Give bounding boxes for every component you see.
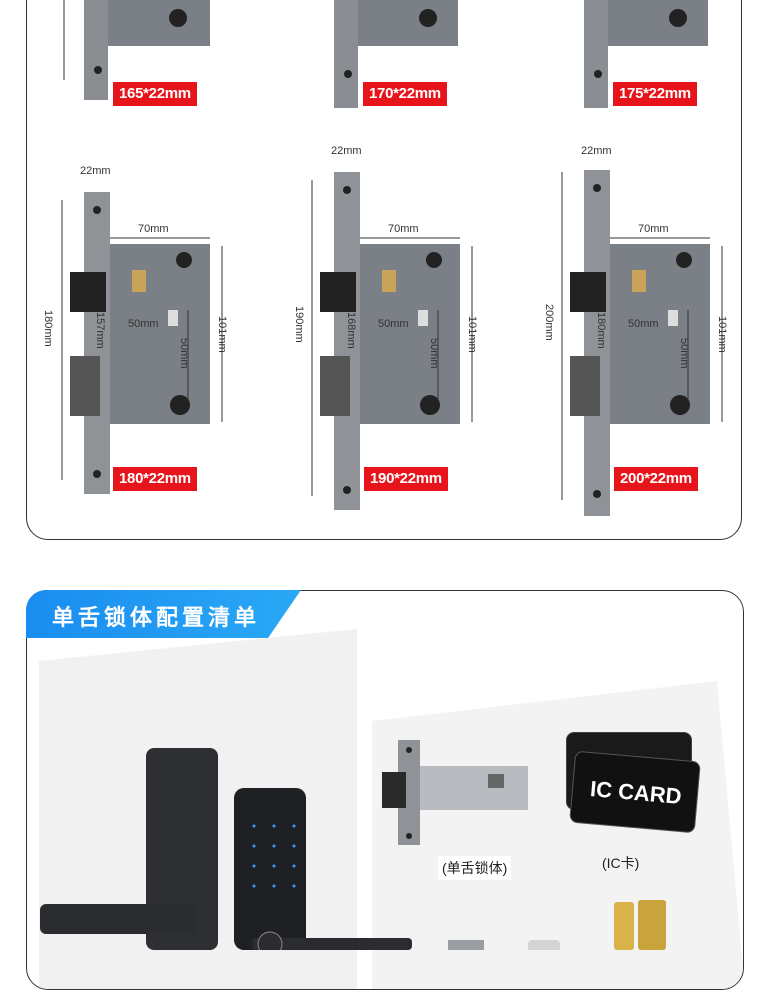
mid-dim-190: 50mm xyxy=(378,318,409,330)
iccard-caption: (IC卡) xyxy=(602,855,640,871)
inner-dim-180: 157mm xyxy=(94,312,106,349)
faceplate-dim-180: 22mm xyxy=(80,165,111,177)
vert-dim-200: 50mm xyxy=(678,338,690,369)
vert-dim-180: 50mm xyxy=(178,338,190,369)
size-tag-170: 170*22mm xyxy=(363,82,447,106)
config-title: 单舌锁体配置清单 xyxy=(52,606,261,631)
lock-body-200 xyxy=(544,160,744,516)
height-dim-200: 101mm xyxy=(716,316,728,353)
screw-pack xyxy=(528,940,560,950)
lock-body-180 xyxy=(44,160,244,500)
size-tag-175: 175*22mm xyxy=(613,82,697,106)
lock-body-165 xyxy=(62,0,222,100)
total-dim-200: 200mm xyxy=(543,304,555,341)
faceplate-dim-190: 22mm xyxy=(331,145,362,157)
mechanical-key xyxy=(610,900,670,955)
size-tag-165: 165*22mm xyxy=(113,82,197,106)
vert-dim-190: 50mm xyxy=(428,338,440,369)
smart-lock-handle-set xyxy=(40,748,420,957)
lock-body-175 xyxy=(562,0,722,110)
size-tag-200: 200*22mm xyxy=(614,467,698,491)
size-tag-190: 190*22mm xyxy=(364,467,448,491)
faceplate-dim-200: 22mm xyxy=(581,145,612,157)
height-dim-190: 101mm xyxy=(466,316,478,353)
inner-dim-190: 168mm xyxy=(345,312,357,349)
strike-plate xyxy=(448,940,484,950)
total-dim-180: 180mm xyxy=(42,310,54,347)
backset-dim-200: 70mm xyxy=(638,223,669,235)
mid-dim-200: 50mm xyxy=(628,318,659,330)
lockbody-caption: (单舌锁体) xyxy=(438,856,512,880)
single-latch-lock-body xyxy=(380,740,530,855)
size-tag-180: 180*22mm xyxy=(113,467,197,491)
backset-dim-180: 70mm xyxy=(138,223,169,235)
mid-dim-180: 50mm xyxy=(128,318,159,330)
lock-body-190 xyxy=(294,160,494,510)
inner-dim-200: 180mm xyxy=(595,312,607,349)
backset-dim-190: 70mm xyxy=(388,223,419,235)
total-dim-190: 190mm xyxy=(293,306,305,343)
config-title-badge xyxy=(26,590,301,638)
lock-body-170 xyxy=(312,0,472,110)
height-dim-180: 101mm xyxy=(216,316,228,353)
